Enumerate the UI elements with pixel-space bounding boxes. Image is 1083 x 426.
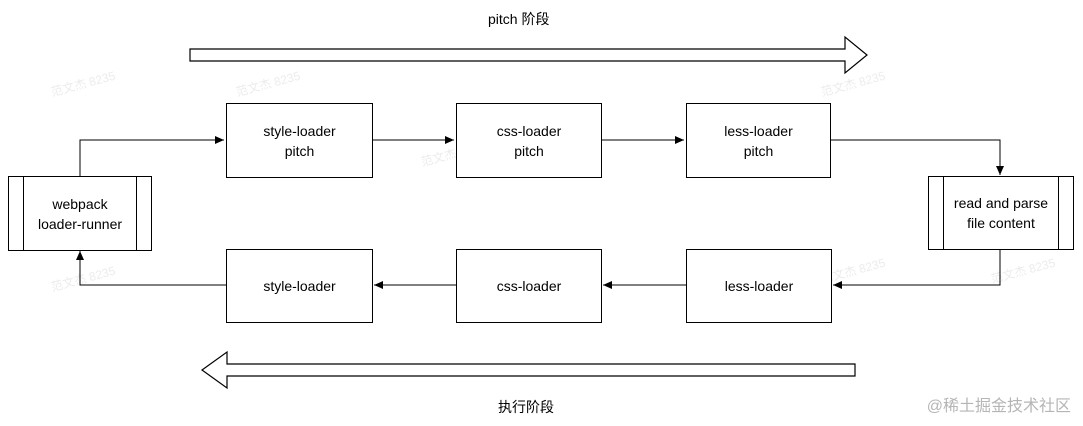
- pitch-phase-arrow: [189, 35, 868, 75]
- edge-less-pitch-to-read: [831, 139, 1004, 175]
- style-loader-node: style-loader: [226, 249, 373, 323]
- edge-runner-to-style-pitch: [79, 136, 224, 176]
- css-loader-pitch-node: css-loader pitch: [456, 103, 602, 178]
- read-and-parse-node: read and parse file content: [928, 176, 1074, 250]
- less-loader-pitch-node: less-loader pitch: [686, 103, 831, 178]
- brand-watermark: @稀土掘金技术社区: [926, 398, 1071, 415]
- style-loader-pitch-node: style-loader pitch: [226, 103, 373, 178]
- webpack-loader-runner-node: webpack loader-runner: [8, 176, 152, 251]
- exec-phase-label: 执行阶段: [498, 399, 554, 415]
- edge-style-to-runner: [76, 251, 226, 286]
- less-loader-node: less-loader: [686, 249, 832, 323]
- edge-read-to-less: [833, 250, 1001, 289]
- css-loader-node: css-loader: [456, 249, 602, 323]
- exec-phase-arrow: [200, 350, 856, 390]
- pitch-phase-label: pitch 阶段: [488, 11, 550, 27]
